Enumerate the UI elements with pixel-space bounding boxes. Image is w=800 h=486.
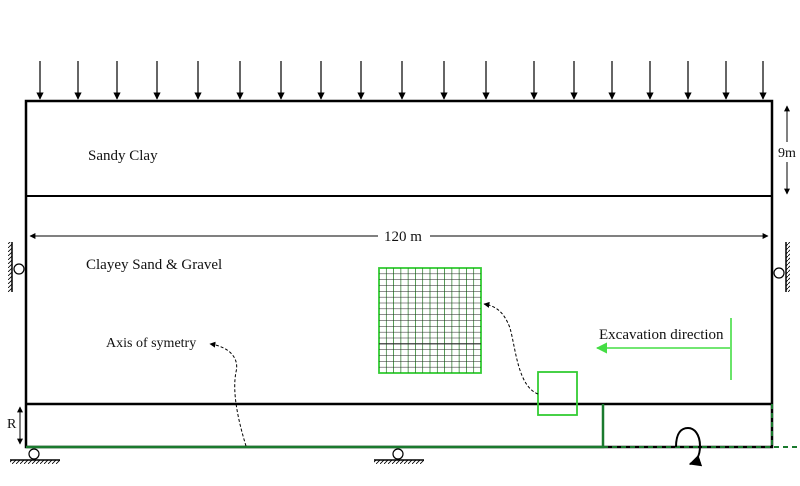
top-layer-label: Sandy Clay xyxy=(88,148,158,164)
mesh-detail xyxy=(378,267,482,374)
rotation-symbol xyxy=(675,426,703,467)
left-roller-support xyxy=(8,242,25,292)
bottom-middle-roller-support xyxy=(374,448,424,464)
bottom-layer-label: Clayey Sand & Gravel xyxy=(86,257,222,273)
surface-load-arrows xyxy=(36,61,767,100)
axis-leader xyxy=(209,341,247,447)
width-label: 120 m xyxy=(384,229,422,245)
thickness-label: 9m xyxy=(778,146,796,161)
axis-label: Axis of symetry xyxy=(106,336,196,351)
excavation-label: Excavation direction xyxy=(599,327,724,343)
bottom-left-roller-support xyxy=(10,448,60,464)
lining-extension-dashed xyxy=(603,404,800,448)
mesh-zoom-box xyxy=(537,371,578,416)
mesh-zoom-leader xyxy=(483,301,539,395)
tunnel-lining xyxy=(26,404,605,449)
radius-label: R xyxy=(7,417,17,432)
right-roller-support xyxy=(773,242,790,292)
